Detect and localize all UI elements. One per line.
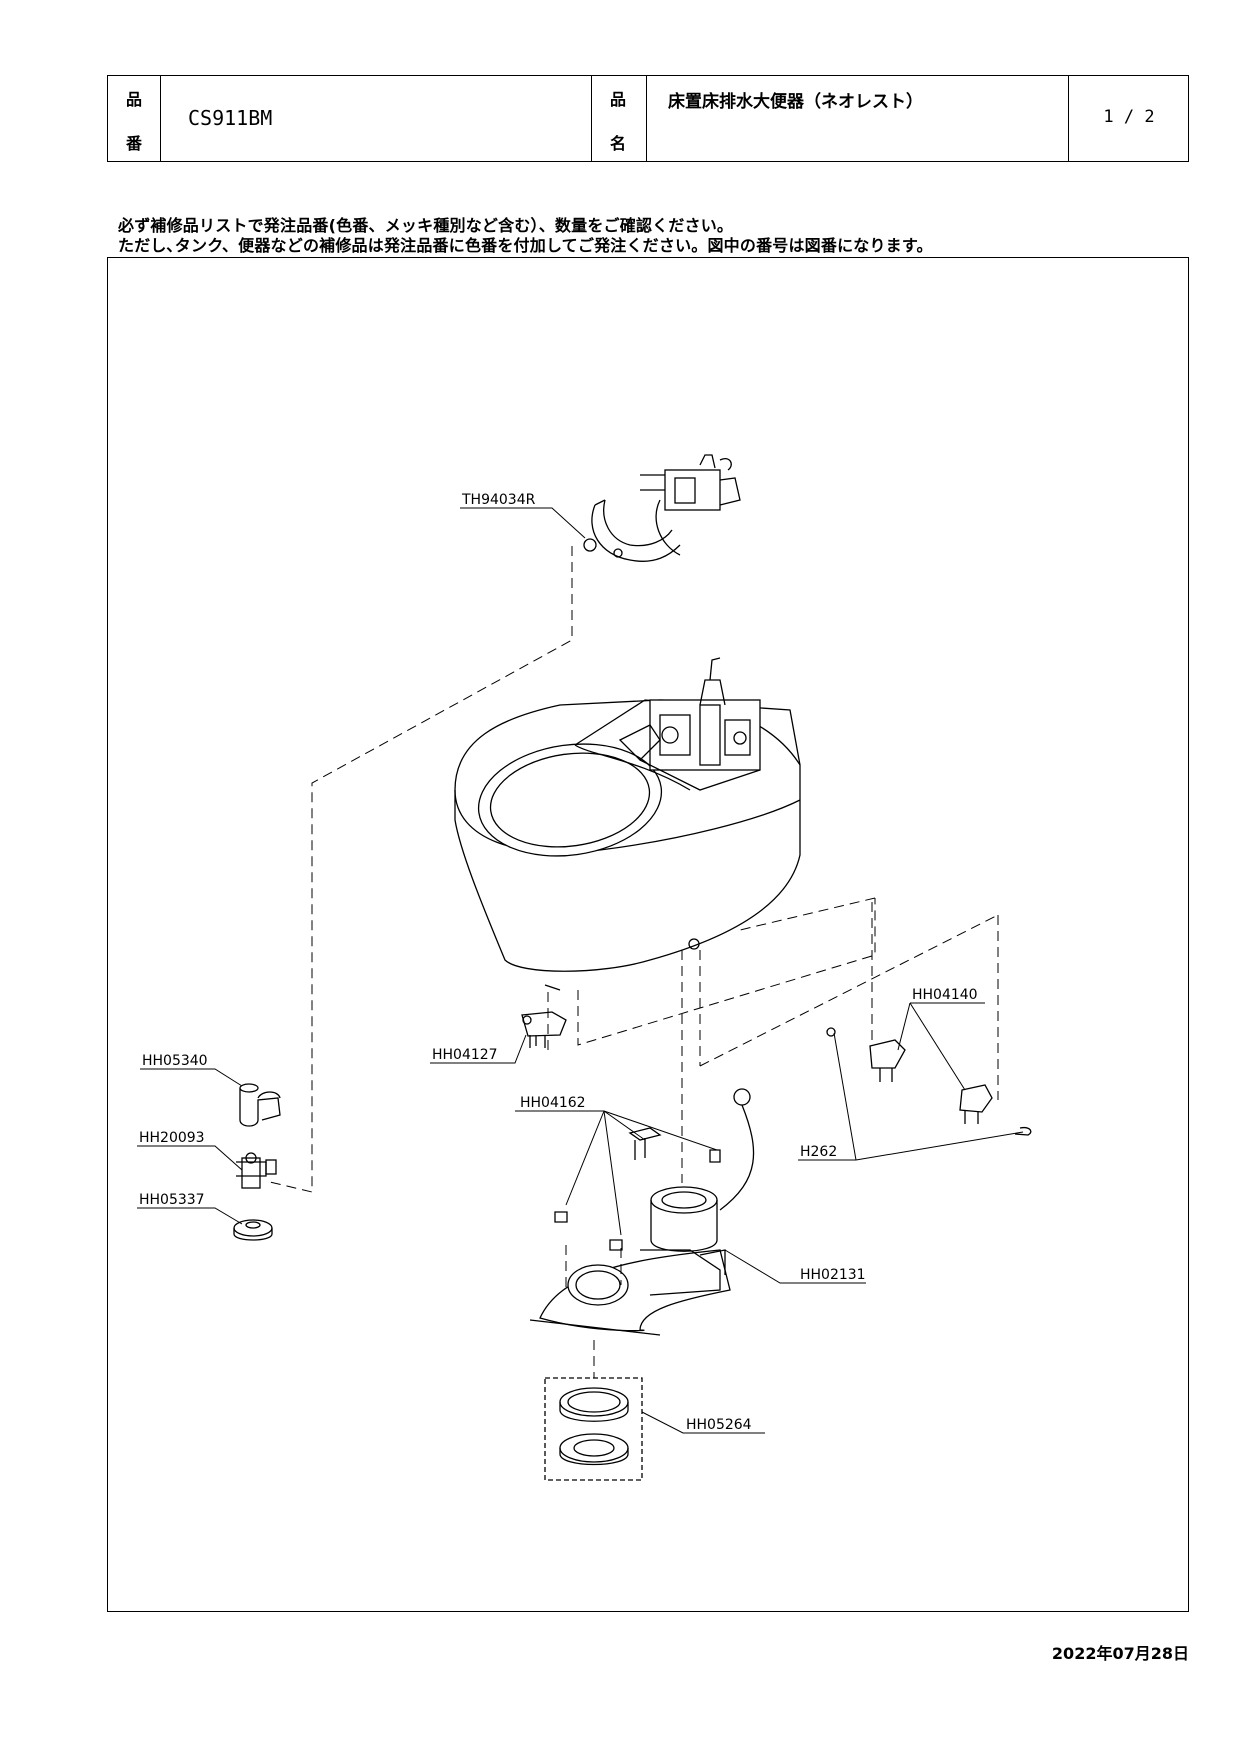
valve-unit — [583, 454, 741, 562]
label-th94034r: TH94034R — [461, 492, 536, 508]
label-hh04162: HH04162 — [520, 1095, 586, 1111]
note-line-1: 必ず補修品リストで発注品番(色番、メッキ種別など含む）、数量をご確認ください。 — [118, 216, 734, 235]
label-hh04127: HH04127 — [432, 1047, 498, 1063]
page-number: 1 / 2 — [1103, 107, 1155, 127]
gaskets-hh05264 — [544, 1377, 643, 1481]
label-hh04140: HH04140 — [912, 987, 978, 1003]
bracket-hh04140 — [826, 1027, 1032, 1136]
divider — [160, 76, 161, 161]
divider — [591, 76, 592, 161]
note-line-2: ただし､タンク、便器などの補修品は発注品番に色番を付加してご発注ください。図中の… — [118, 236, 933, 255]
toilet-bowl — [454, 657, 801, 991]
document-date: 2022年07月28日 — [1051, 1644, 1189, 1663]
label-hh05340: HH05340 — [142, 1053, 208, 1069]
title-block: 品 番 CS911BM 品 名 床置床排水大便器（ネオレスト） 1 / 2 — [107, 75, 1189, 162]
product-name-label-bottom: 名 — [609, 134, 626, 153]
product-name: 床置床排水大便器（ネオレスト） — [668, 92, 923, 112]
divider — [1068, 76, 1069, 161]
drawing-frame — [107, 257, 1189, 1612]
product-name-label-top: 品 — [609, 90, 626, 109]
bolts-hh04162 — [554, 1088, 755, 1251]
bracket-hh04127 — [521, 1011, 567, 1048]
label-h262: H262 — [800, 1144, 837, 1160]
label-hh05337: HH05337 — [139, 1192, 205, 1208]
left-parts — [233, 1083, 281, 1241]
label-hh05264: HH05264 — [686, 1417, 752, 1433]
label-hh20093: HH20093 — [139, 1130, 205, 1146]
label-hh02131: HH02131 — [800, 1267, 866, 1283]
assembly-lines — [269, 546, 999, 1378]
leader-lines — [137, 507, 1024, 1434]
product-number: CS911BM — [188, 106, 273, 130]
drain-adapter-hh02131 — [529, 1186, 731, 1336]
product-number-label-top: 品 — [125, 90, 142, 109]
divider — [646, 76, 647, 161]
product-number-label-bottom: 番 — [125, 134, 142, 153]
